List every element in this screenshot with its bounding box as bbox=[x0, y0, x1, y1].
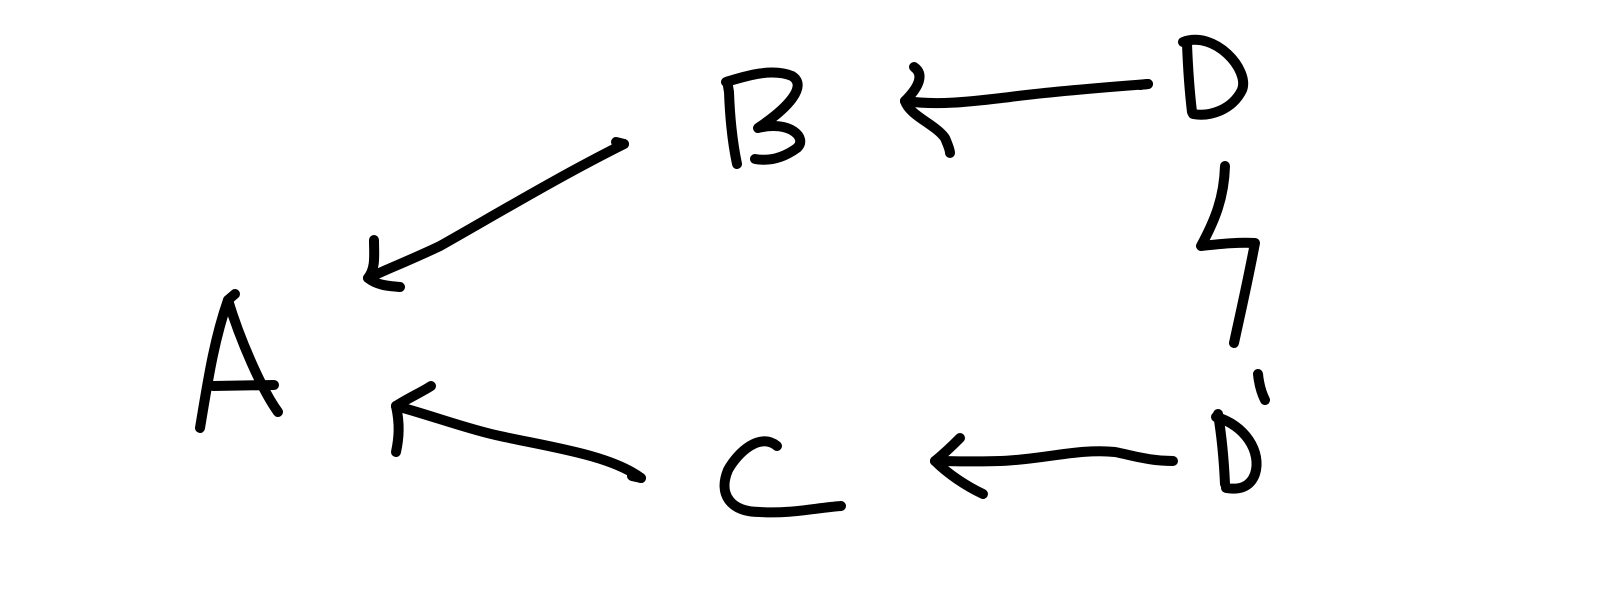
node-d: D bbox=[1178, 34, 1249, 120]
arrow-d-to-b bbox=[900, 62, 1153, 158]
node-d-prime: D' bbox=[1211, 369, 1270, 494]
node-c: C bbox=[719, 436, 846, 518]
arrow-d-prime-to-c bbox=[930, 433, 1178, 499]
node-b: B bbox=[721, 67, 806, 169]
arrow-b-to-a bbox=[363, 137, 629, 292]
arrow-c-to-a bbox=[391, 381, 646, 483]
node-a: A bbox=[195, 289, 283, 433]
squiggle-d-to-d-prime bbox=[1196, 161, 1260, 348]
